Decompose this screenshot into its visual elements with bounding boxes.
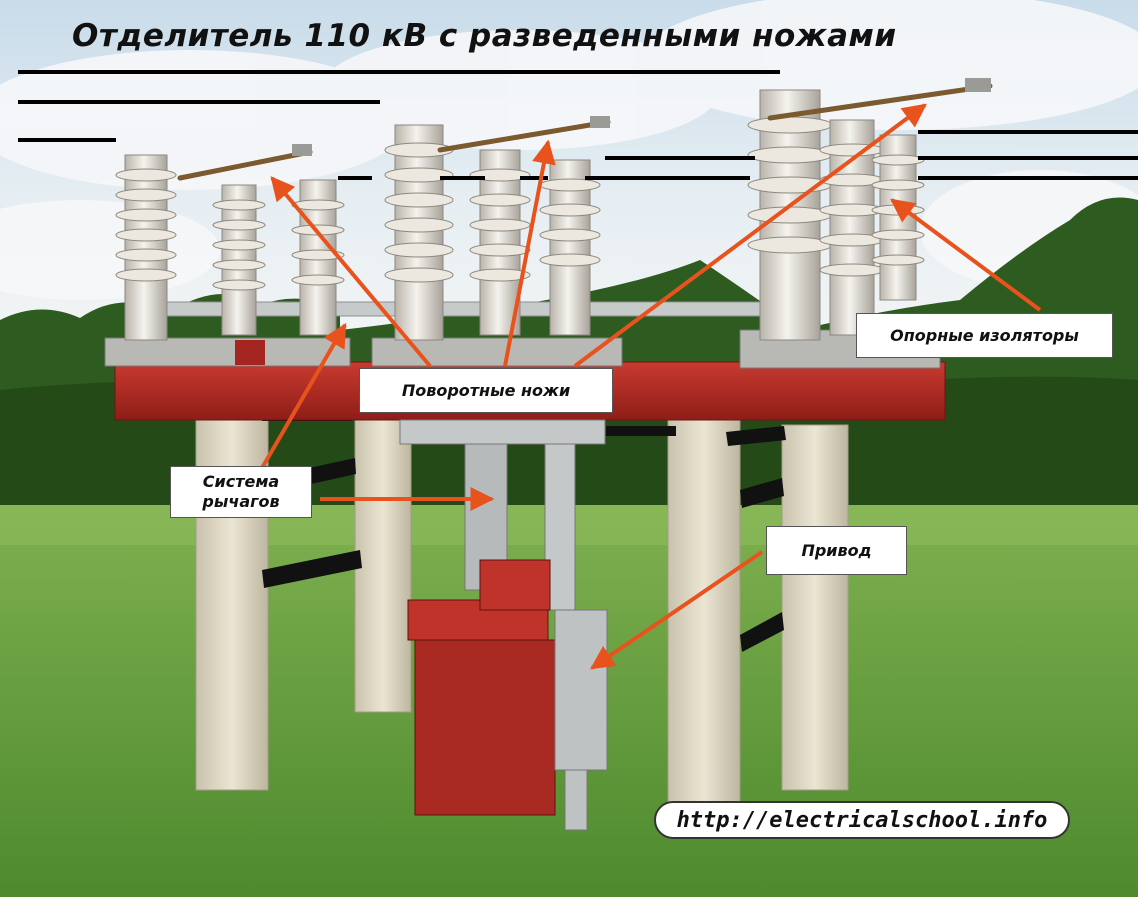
label-rotary-knives: Поворотные ножи [359, 368, 613, 413]
label-lever-system-line1: Система [202, 472, 280, 491]
source-url: http://electricalschool.info [654, 801, 1070, 839]
drive-box [407, 559, 608, 831]
support-insulators [115, 89, 925, 341]
callout-lines [18, 70, 1138, 180]
rotary-knife-bars [177, 83, 993, 181]
diagram-title: Отделитель 110 кВ с разведенными ножами [72, 18, 897, 54]
concrete-posts [195, 399, 849, 811]
knife-contacts [292, 78, 991, 156]
label-lever-system: Система рычагов [170, 466, 312, 518]
label-lever-system-line2: рычагов [202, 492, 280, 511]
label-support-insulators: Опорные изоляторы [856, 313, 1113, 358]
label-drive: Привод [766, 526, 907, 575]
pointer-arrows [260, 103, 1042, 670]
